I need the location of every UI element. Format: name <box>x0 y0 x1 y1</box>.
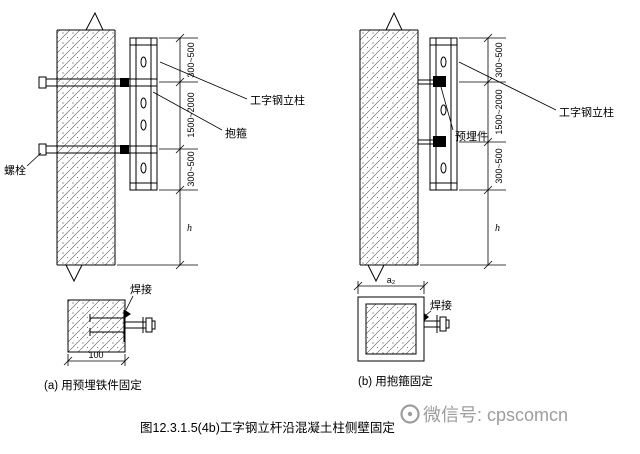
leader-column <box>159 61 248 100</box>
leader-column <box>458 61 557 111</box>
hoop-bolt-lower <box>38 143 157 156</box>
dim-100: 100 <box>63 350 130 366</box>
concrete-column-b <box>359 11 419 283</box>
watermark: 微信号: cpscomcn <box>400 404 568 425</box>
bolt-head <box>38 143 47 156</box>
bolt-a <box>125 317 156 333</box>
bolt-head <box>439 316 447 332</box>
dim-a2: a₂ <box>353 275 429 294</box>
slot-hole <box>140 119 147 131</box>
dim-top: 300~500 <box>494 42 504 77</box>
embed-plate <box>433 76 446 87</box>
slot-hole <box>440 56 447 68</box>
leader-hoop <box>152 91 223 131</box>
label-embed: 预埋件 <box>455 130 488 143</box>
detail-b: a₂ 焊接 (b) 用抱箍固定 <box>353 275 452 388</box>
bolt-b <box>424 315 450 333</box>
watermark-logo-icon <box>400 404 420 424</box>
weld-symbol <box>125 310 131 318</box>
slot-hole <box>140 162 147 174</box>
concrete-section-b <box>365 303 417 355</box>
slot-hole <box>440 104 447 116</box>
embedded-anchor <box>89 310 125 342</box>
slot-hole <box>440 162 447 174</box>
weld-symbol <box>424 313 429 321</box>
leader-embed <box>440 86 454 131</box>
break-mark-bottom <box>367 264 385 283</box>
break-mark-top <box>85 11 104 31</box>
hoop-section <box>120 145 129 154</box>
elevation-b: 300~500 1500~2000 300~500 h 预埋件 工字钢立柱 <box>359 11 614 283</box>
figure-caption: 图12.3.1.5(4b)工字钢立杆沿混凝土柱侧壁固定 <box>140 420 395 435</box>
elevation-a: 300~500 1500~2000 300~500 h 工字钢立柱 抱箍 螺栓 <box>4 11 305 283</box>
concrete-section-a <box>67 299 126 353</box>
label-hoop: 抱箍 <box>225 126 247 140</box>
dim-width: 100 <box>88 350 103 360</box>
concrete-column-a <box>56 11 116 283</box>
steel-channel-b <box>429 37 458 191</box>
label-steel-column: 工字钢立柱 <box>250 93 305 107</box>
bolt-nut <box>445 319 450 329</box>
slot-hole <box>140 97 147 109</box>
dimensions-a: 300~500 1500~2000 300~500 h <box>117 33 198 270</box>
break-mark-top <box>385 11 403 31</box>
bolt-head <box>145 317 153 333</box>
dim-h: h <box>495 223 500 234</box>
caption-detail-a: (a) 用预埋铁件固定 <box>44 378 142 392</box>
steel-channel-a <box>129 37 158 191</box>
leader-weld <box>125 295 134 311</box>
leader-weld <box>425 310 432 316</box>
embed-part-upper <box>418 76 446 87</box>
bolt-nut <box>151 320 156 330</box>
dim-top: 300~500 <box>186 42 196 77</box>
caption-detail-b: (b) 用抱箍固定 <box>358 374 433 388</box>
watermark-logo-dot <box>407 411 413 417</box>
dim-middle: 1500~2000 <box>494 89 504 134</box>
detail-a: 焊接 100 (a) 用预埋铁件固定 <box>44 282 156 392</box>
label-weld: 焊接 <box>430 298 452 312</box>
label-steel-column: 工字钢立柱 <box>559 105 614 119</box>
dim-lower: 300~500 <box>494 148 504 183</box>
label-bolt: 螺栓 <box>4 163 26 177</box>
dim-h: h <box>187 223 192 234</box>
labels-a: 工字钢立柱 抱箍 螺栓 <box>4 61 305 177</box>
break-mark-bottom <box>65 264 83 283</box>
dim-middle: 1500~2000 <box>186 92 196 137</box>
embed-part-lower <box>418 136 446 147</box>
dimensions-b: 300~500 1500~2000 300~500 h <box>420 33 506 270</box>
slot-hole <box>140 56 147 68</box>
dim-lower: 300~500 <box>186 151 196 186</box>
leader-bolt <box>26 152 42 167</box>
label-weld: 焊接 <box>130 282 152 296</box>
watermark-text: 微信号: cpscomcn <box>423 405 568 425</box>
labels-b: 预埋件 工字钢立柱 <box>440 61 614 143</box>
embed-plate <box>433 136 446 147</box>
hoop-bolt-upper <box>38 76 157 89</box>
dim-top: a₂ <box>387 275 396 285</box>
hoop-section <box>120 78 129 87</box>
bolt-head <box>38 76 47 89</box>
